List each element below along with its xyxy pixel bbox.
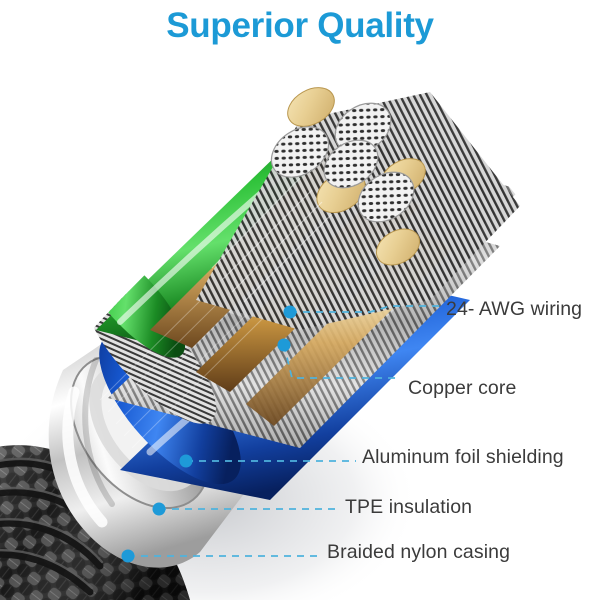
callout-label-aluminum-foil-shielding: Aluminum foil shielding — [362, 446, 564, 468]
callout-label-tpe-insulation: TPE insulation — [345, 496, 473, 518]
anchor-dot-foil — [179, 454, 193, 468]
awg-wire-bundle-faces — [270, 102, 415, 223]
anchor-dot-copper-core — [277, 338, 291, 352]
leader-awg-wiring — [290, 305, 440, 313]
anchor-dot-tpe — [152, 502, 166, 516]
page-title: Superior Quality — [166, 6, 434, 45]
braided-nylon-casing-artwork — [0, 445, 190, 600]
copper-core-rods — [150, 150, 452, 426]
metal-connector-barrel-artwork — [48, 318, 262, 568]
cable-cut-end-artwork — [196, 87, 520, 330]
anchor-dot-braid — [121, 549, 135, 563]
callout-label-copper-core: Copper core — [408, 377, 517, 399]
copper-rod-end-faces — [287, 87, 426, 266]
leader-copper-core — [283, 344, 400, 379]
callout-anchor-dots — [121, 305, 297, 563]
callout-label-awg-wiring: 24- AWG wiring — [446, 298, 583, 320]
anchor-dot-awg-wiring — [283, 305, 297, 319]
callout-label-braided-nylon-casing: Braided nylon casing — [327, 541, 511, 563]
